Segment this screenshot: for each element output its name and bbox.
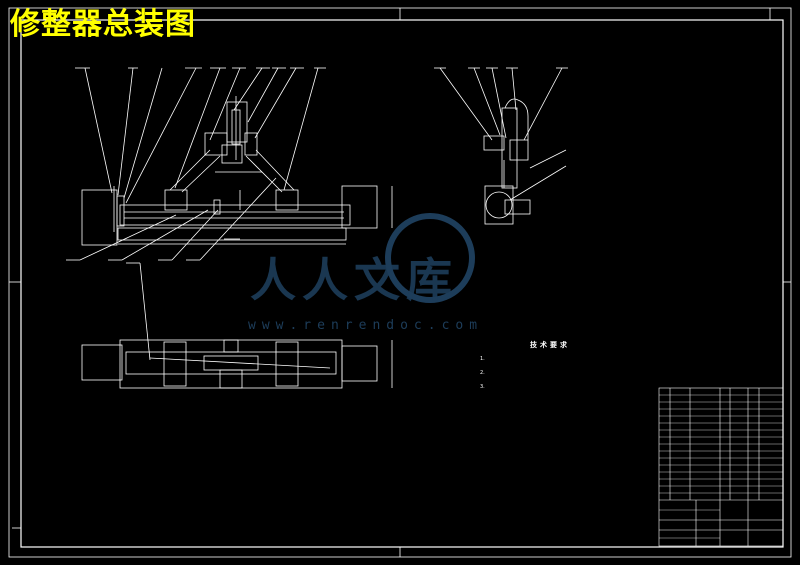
watermark-text: 人人文库	[250, 253, 458, 307]
drawing-title: 修整器总装图	[10, 7, 196, 42]
top-view	[81, 339, 393, 389]
inner-frame	[20, 19, 784, 548]
technical-requirements-heading: 技术要求	[530, 341, 570, 349]
front-view	[66, 67, 393, 361]
requirement-item: 3.	[480, 384, 485, 390]
side-view	[434, 67, 568, 225]
technical-requirements: 技术要求 1. 2. 3.	[480, 340, 620, 398]
watermark-url: www.renrendoc.com	[248, 318, 484, 333]
watermark-logo-icon	[385, 213, 475, 303]
requirement-item: 1.	[480, 356, 485, 362]
title-block	[658, 387, 784, 547]
requirement-item: 2.	[480, 370, 485, 376]
